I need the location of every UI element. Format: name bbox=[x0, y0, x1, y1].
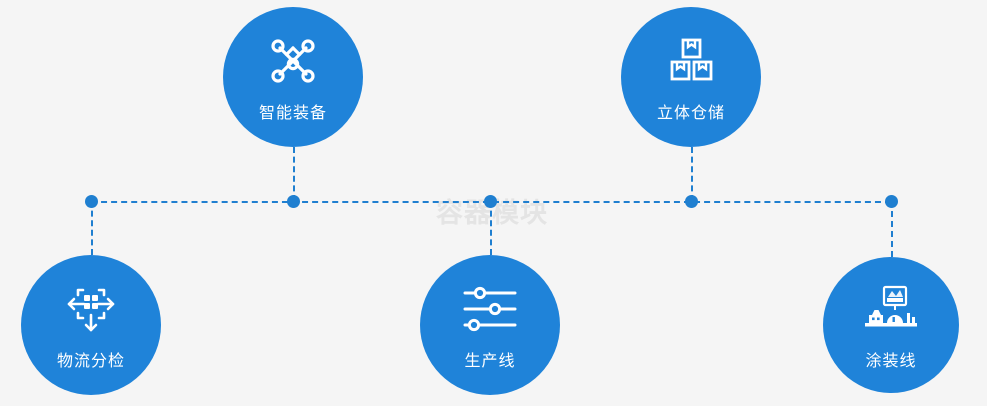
node-stereo-warehouse[interactable]: 立体仓储 bbox=[621, 7, 761, 147]
stacked-boxes-icon bbox=[660, 32, 722, 90]
node-label-production-line: 生产线 bbox=[464, 353, 516, 370]
node-coating-line[interactable]: 涂装线 bbox=[823, 257, 959, 393]
sorting-arrows-icon bbox=[60, 280, 122, 338]
junction-dot-coating-line bbox=[884, 194, 898, 208]
junction-dot-production-line bbox=[483, 194, 497, 208]
factory-machine-icon bbox=[860, 280, 922, 338]
connector-smart-equipment bbox=[293, 147, 295, 201]
node-label-logistics-sorting: 物流分检 bbox=[56, 353, 125, 370]
node-logistics-sorting[interactable]: 物流分检 bbox=[21, 255, 161, 395]
junction-dot-logistics bbox=[84, 194, 98, 208]
junction-dot-smart-equipment bbox=[286, 194, 300, 208]
node-label-stereo-warehouse: 立体仓储 bbox=[656, 105, 725, 122]
sliders-icon bbox=[459, 280, 521, 338]
node-label-smart-equipment: 智能装备 bbox=[258, 105, 327, 122]
node-production-line[interactable]: 生产线 bbox=[420, 255, 560, 395]
connector-logistics-sorting bbox=[91, 201, 93, 255]
network-nodes-icon bbox=[262, 32, 324, 90]
connector-coating-line bbox=[891, 201, 893, 257]
junction-dot-stereo-warehouse bbox=[684, 194, 698, 208]
connector-stereo-warehouse bbox=[691, 147, 693, 201]
node-label-coating-line: 涂装线 bbox=[865, 353, 917, 370]
node-smart-equipment[interactable]: 智能装备 bbox=[223, 7, 363, 147]
connector-production-line bbox=[490, 201, 492, 255]
